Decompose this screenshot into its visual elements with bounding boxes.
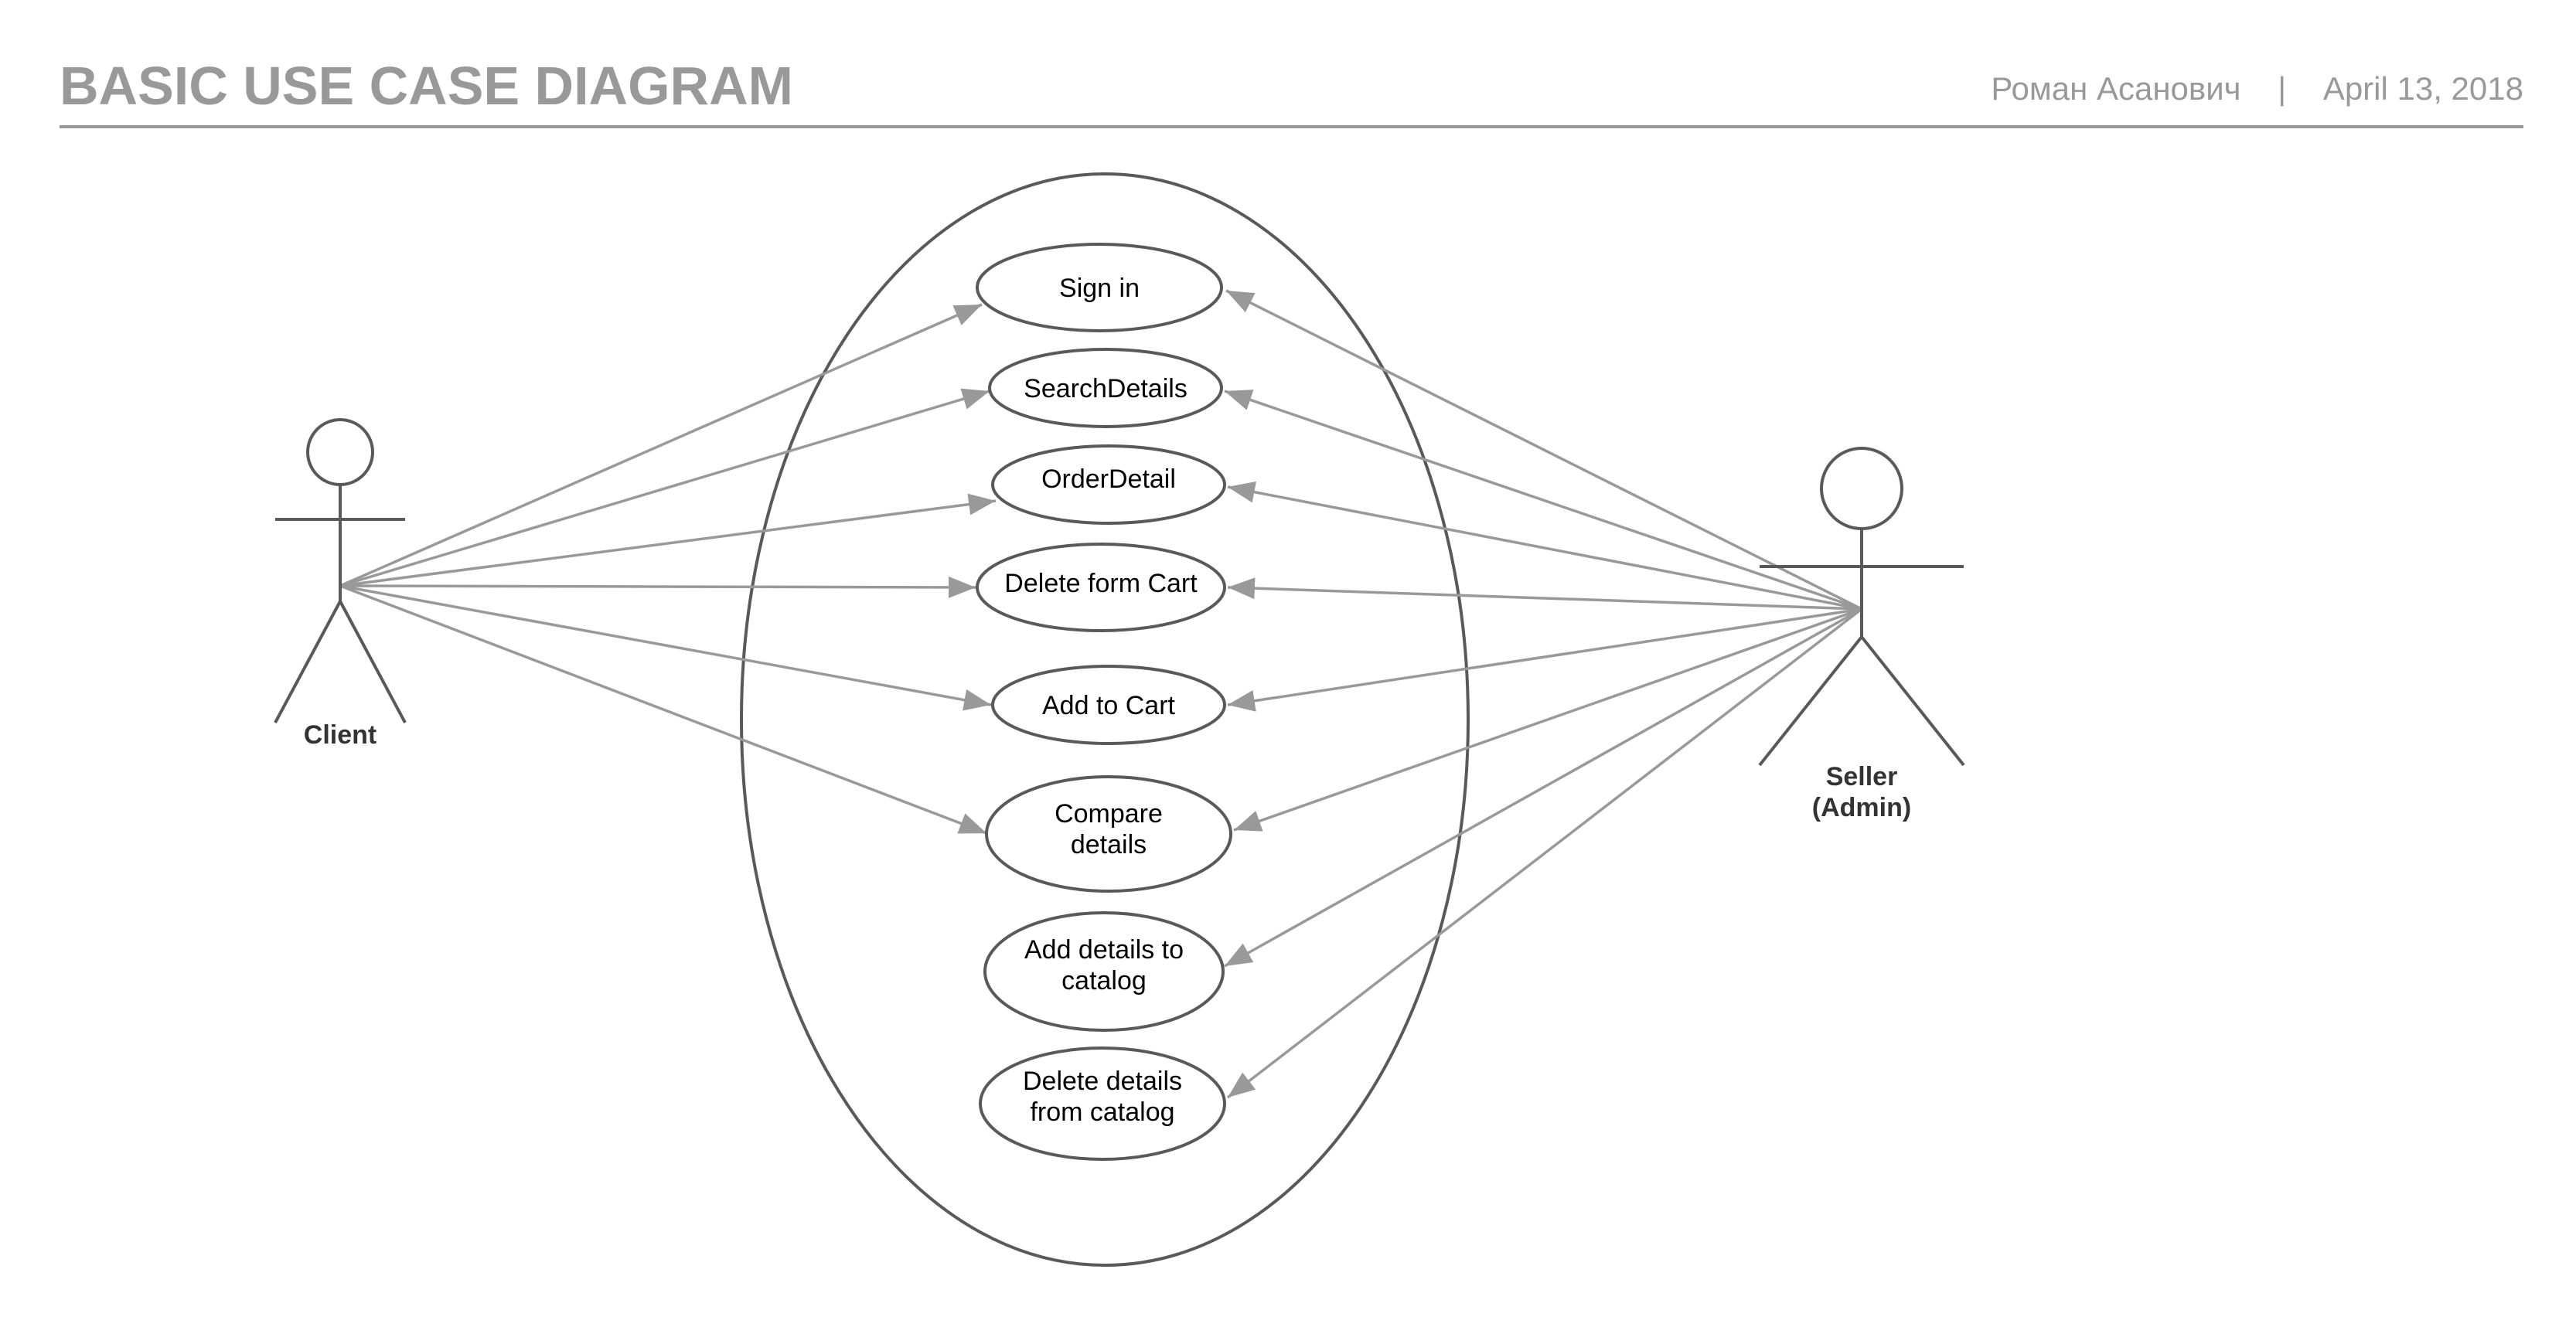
use-case-sign-in[interactable]: Sign in <box>976 243 1223 332</box>
use-case-label: Add to Cart <box>1042 691 1176 720</box>
stick-figure-icon <box>1758 447 1965 767</box>
association-client-sign-in <box>339 303 983 587</box>
use-case-ellipse <box>976 543 1226 632</box>
actor-client[interactable]: Client <box>274 418 407 750</box>
association-seller-add-to-cart <box>1227 607 1862 712</box>
stick-figure-icon <box>274 418 407 723</box>
use-case-label-line-1: Compare <box>1055 799 1163 829</box>
use-cases: Sign in SearchDetails OrderDetail Delete… <box>976 243 1232 1161</box>
use-case-label-line-2: from catalog <box>1030 1098 1174 1127</box>
use-case-add-details-to-catalog[interactable]: Add details to catalog <box>983 911 1225 1032</box>
association-seller-sign-in <box>1225 289 1862 611</box>
use-case-label: OrderDetail <box>1041 465 1176 494</box>
association-seller-compare-details <box>1233 607 1862 832</box>
association-seller-delete-from-cart <box>1227 577 1862 611</box>
association-seller-search-details <box>1224 390 1862 611</box>
use-case-ellipse <box>976 243 1223 332</box>
association-client-delete-from-cart <box>339 576 976 598</box>
actor-label-seller-line-2: (Admin) <box>1812 793 1911 822</box>
use-case-label-line-1: Delete details <box>1023 1067 1182 1096</box>
actor-seller[interactable]: Seller (Admin) <box>1758 447 1965 822</box>
association-client-search-details <box>339 388 990 587</box>
use-case-delete-details-from-catalog[interactable]: Delete details from catalog <box>979 1046 1226 1161</box>
use-case-ellipse <box>979 1046 1226 1161</box>
use-case-order-detail[interactable]: OrderDetail <box>991 444 1226 525</box>
association-seller-order-detail <box>1227 481 1862 611</box>
actor-label-seller-line-1: Seller <box>1826 762 1898 791</box>
use-case-ellipse <box>988 348 1223 428</box>
use-case-label-line-2: details <box>1071 830 1147 859</box>
use-case-label-line-1: Add details to <box>1024 935 1184 965</box>
association-client-order-detail <box>339 493 997 587</box>
use-case-ellipse <box>991 665 1226 745</box>
use-case-label: Delete form Cart <box>1004 569 1198 598</box>
association-client-add-to-cart <box>339 584 992 711</box>
association-seller-add-details-to-catalog <box>1224 607 1862 968</box>
use-case-delete-from-cart[interactable]: Delete form Cart <box>976 543 1226 632</box>
actor-label-client: Client <box>304 720 377 750</box>
use-case-ellipse <box>983 911 1225 1032</box>
use-case-label: Sign in <box>1059 274 1140 303</box>
use-case-search-details[interactable]: SearchDetails <box>988 348 1223 428</box>
associations <box>339 289 1863 1099</box>
use-case-label-line-2: catalog <box>1061 966 1147 995</box>
author-name: Роман Асанович <box>1991 70 2240 107</box>
header-meta: Роман Асанович | April 13, 2018 <box>1991 70 2523 107</box>
use-case-add-to-cart[interactable]: Add to Cart <box>991 665 1226 745</box>
diagram-date: April 13, 2018 <box>2323 70 2523 107</box>
association-client-compare-details <box>339 584 987 835</box>
use-case-ellipse <box>985 775 1232 893</box>
header-separator: | <box>2278 70 2286 107</box>
association-seller-delete-details-from-catalog <box>1226 607 1863 1099</box>
diagram-title: BASIC USE CASE DIAGRAM <box>60 56 793 116</box>
use-case-label: SearchDetails <box>1024 374 1187 403</box>
use-case-ellipse <box>991 444 1226 525</box>
use-case-compare-details[interactable]: Compare details <box>985 775 1232 893</box>
